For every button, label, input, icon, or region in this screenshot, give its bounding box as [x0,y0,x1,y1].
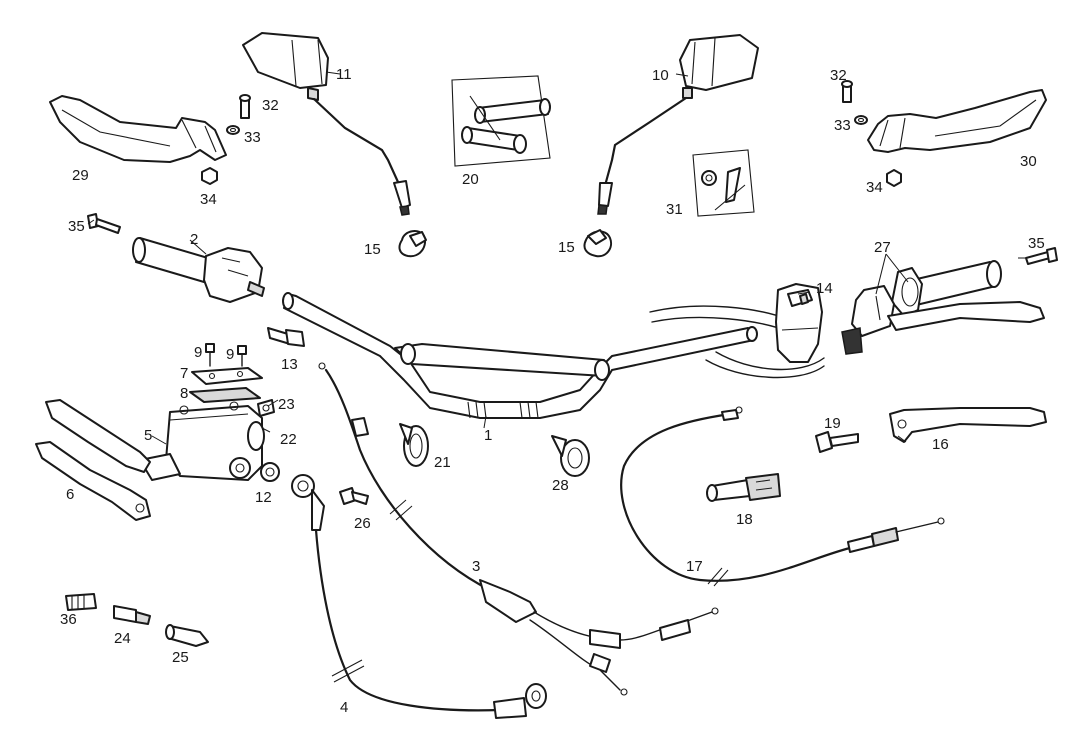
callout-34-right: 34 [866,179,883,196]
adjuster-36 [65,593,97,611]
bleed-screw-26 [339,487,369,505]
cable-clamp-28 [551,435,590,477]
cover-screws-9 [205,343,247,367]
handlebar-1 [282,292,758,419]
callout-9-left: 9 [194,344,202,361]
mirror-10 [597,34,759,215]
callout-labels: 1 2 3 4 5 6 7 8 9 9 10 11 12 13 14 15 15… [60,66,1045,716]
callout-10: 10 [652,67,669,84]
callout-31: 31 [666,201,683,218]
mirror-clamp-15-left [398,230,427,258]
callout-8: 8 [180,385,188,402]
callout-4: 4 [340,699,348,716]
light-switch-14 [649,283,825,379]
hardware-kit-31 [692,149,755,217]
cover-gasket-8 [189,387,261,403]
switch-connector-24 [113,605,151,625]
callout-35-right: 35 [1028,235,1045,252]
callout-15-left: 15 [364,241,381,258]
callout-6: 6 [66,486,74,503]
handguard-29 [49,95,227,163]
callout-16: 16 [932,436,949,453]
callout-18: 18 [736,511,753,528]
banjo-bolt-13 [267,327,305,347]
mirror-clamp-15-right [583,229,612,258]
callout-27: 27 [874,239,891,256]
brake-switch-23 [257,399,275,417]
handguard-30 [867,89,1047,153]
callout-17: 17 [686,558,703,575]
callout-32-left: 32 [262,97,279,114]
callout-30: 30 [1020,153,1037,170]
clutch-lever-assembly-27 [841,260,1045,355]
callout-14: 14 [816,280,833,297]
clutch-lever-16 [889,407,1047,443]
callout-36: 36 [60,611,77,628]
callout-25: 25 [172,649,189,666]
brake-hose-4 [291,474,547,719]
callout-32-right: 32 [830,67,847,84]
callout-24: 24 [114,630,131,647]
callout-1: 1 [484,427,492,444]
callout-35-left: 35 [68,218,85,235]
callout-9-right: 9 [226,346,234,363]
callout-15-right: 15 [558,239,575,256]
callout-29: 29 [72,167,89,184]
clutch-cable-17 [620,406,945,587]
callout-28: 28 [552,477,569,494]
reservoir-cover-7 [191,367,263,385]
callout-11: 11 [336,66,352,83]
callout-21: 21 [434,454,451,471]
connector-cap-25 [165,624,209,647]
throttle-grip-2 [132,237,265,303]
choke-lever-18 [706,473,781,502]
bar-end-bolt-35-left [87,213,121,234]
bar-end-bolt-35-right [1025,247,1058,265]
front-brake-lever-6 [35,399,151,521]
callout-26: 26 [354,515,371,532]
callout-3: 3 [472,558,480,575]
callout-7: 7 [180,365,188,382]
callout-22: 22 [280,431,297,448]
master-cylinder-5 [139,401,265,481]
throttle-cable-3 [318,362,719,696]
guard-hardware-right [841,80,902,187]
callout-23: 23 [278,396,295,413]
callout-20: 20 [462,171,479,188]
grip-set-20 [451,75,551,167]
callout-12: 12 [255,489,272,506]
callout-13: 13 [281,356,298,373]
callout-33-right: 33 [834,117,851,134]
lever-pivot-bolt-19 [815,431,859,453]
cable-clamp-21 [399,423,429,467]
washer-12 [260,462,280,482]
callout-33-left: 33 [244,129,261,146]
callout-2: 2 [190,231,198,248]
leader-lines [87,71,1026,445]
callout-5: 5 [144,427,152,444]
mirror-11 [242,32,411,216]
guard-hardware-left [201,94,251,185]
callout-19: 19 [824,415,841,432]
callout-34-left: 34 [200,191,217,208]
